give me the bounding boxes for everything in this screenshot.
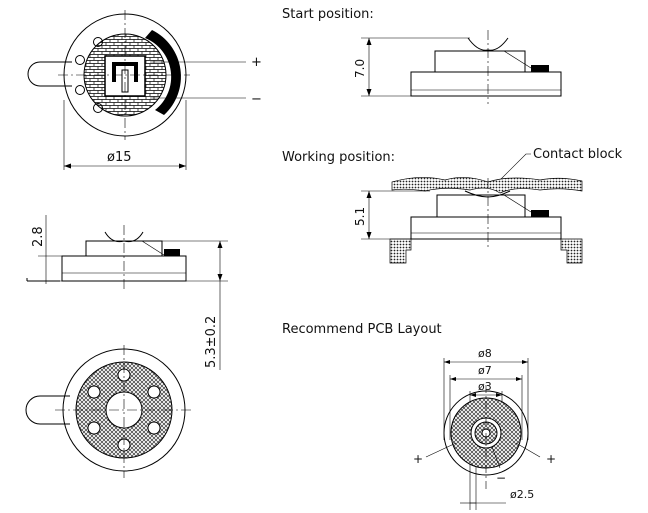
contact-block-label: Contact block <box>533 147 623 162</box>
pcb-plus-label: + <box>413 452 423 466</box>
start-position-title: Start position: <box>282 7 374 22</box>
side-height-label: 2.8 <box>31 226 46 247</box>
side-view <box>26 215 228 370</box>
top-view <box>27 10 246 170</box>
diameter-label: ø15 <box>107 150 132 165</box>
minus-label: − <box>251 92 262 107</box>
working-position-view <box>361 153 583 264</box>
pcb-d3-label: ø3 <box>478 380 492 393</box>
pcb-minus-label: − <box>496 471 506 485</box>
total-height-label: 5.3±0.2 <box>204 316 219 368</box>
working-position-title: Working position: <box>282 150 395 165</box>
bottom-view <box>25 345 193 478</box>
pcb-plus-right-label: + <box>546 452 556 466</box>
pcb-d25-label: ø2.5 <box>510 488 534 501</box>
start-height-label: 7.0 <box>353 59 367 78</box>
plus-label: + <box>251 55 262 70</box>
pcb-d8-label: ø8 <box>478 347 492 360</box>
pcb-d7-label: ø7 <box>478 364 492 377</box>
pcb-layout-title: Recommend PCB Layout <box>282 322 442 337</box>
working-height-label: 5.1 <box>353 207 367 226</box>
start-position-view <box>361 30 562 104</box>
pcb-layout-view <box>425 358 541 510</box>
